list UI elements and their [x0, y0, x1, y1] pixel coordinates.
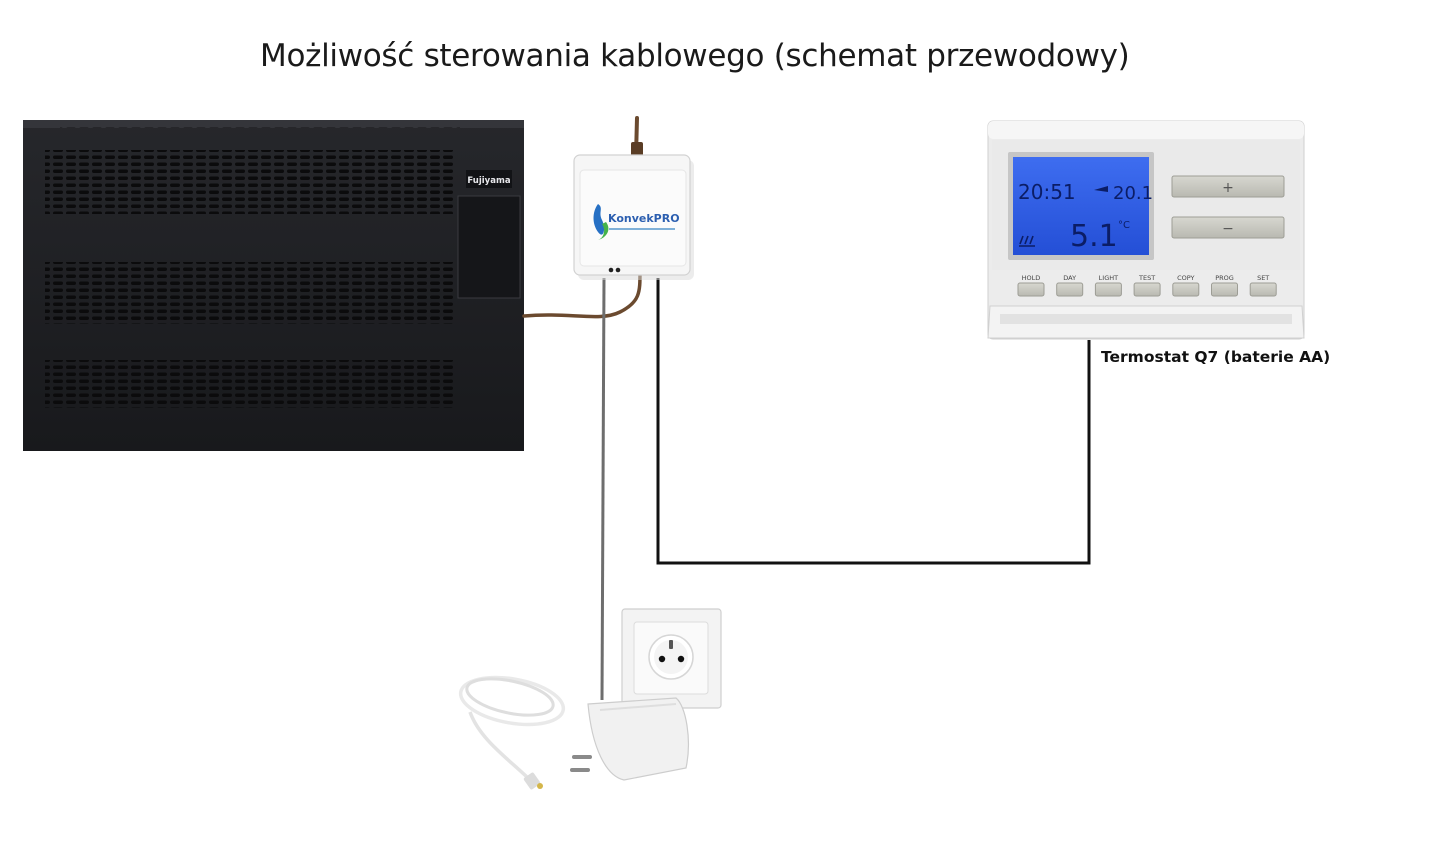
- heater-cable: [522, 270, 642, 319]
- socket-hole-right: [677, 655, 685, 663]
- convector-heater: Fujiyama: [23, 120, 524, 451]
- adapter-prong-top: [572, 755, 592, 759]
- heater-control-panel: [457, 195, 521, 299]
- adapter-body: [587, 697, 689, 781]
- konvekpro-logo-icon: [593, 204, 609, 240]
- thermostat-button-label-test: TEST: [1138, 274, 1155, 282]
- thermostat-wire: [656, 278, 1091, 565]
- power-wire: [600, 277, 606, 701]
- lcd-heating-icon: [1019, 235, 1035, 247]
- thermostat-button-hold[interactable]: [1017, 282, 1045, 297]
- thermostat-plus-button[interactable]: [1171, 175, 1285, 198]
- adapter-cable-coil: [458, 675, 566, 727]
- thermostat-button-label-prog: PROG: [1215, 274, 1234, 282]
- thermostat-button-prog[interactable]: [1211, 282, 1238, 297]
- plus-icon: +: [1222, 180, 1234, 196]
- wall-socket: [621, 608, 722, 709]
- thermostat-button-copy[interactable]: [1172, 282, 1200, 297]
- heater-grille-middle: [45, 262, 455, 324]
- thermostat-button-label-set: SET: [1257, 274, 1269, 282]
- module-led-left: [608, 267, 614, 273]
- lcd-unit: °C: [1118, 220, 1130, 231]
- lcd-clock: 20:51: [1018, 180, 1076, 204]
- wiring: [522, 116, 1091, 701]
- module-led-right: [615, 267, 621, 273]
- heater-grille-bottom: [45, 360, 455, 408]
- heater-grille-top: [45, 150, 455, 214]
- thermostat-button-light[interactable]: [1094, 282, 1122, 297]
- lcd-room-temp: 5.1: [1070, 219, 1118, 254]
- socket-hole-left: [658, 655, 666, 663]
- thermostat-lcd: [1013, 157, 1149, 255]
- power-adapter: [458, 675, 689, 790]
- thermostat-minus-button[interactable]: [1171, 216, 1285, 239]
- thermostat-button-label-copy: COPY: [1177, 274, 1194, 282]
- heater-brand-logo: Fujiyama: [467, 176, 510, 186]
- module-logo-text: KonvekPRO: [608, 212, 680, 225]
- lcd-set-temp: 20.1: [1113, 183, 1153, 204]
- thermostat-label: Termostat Q7 (baterie AA): [1101, 348, 1331, 366]
- lcd-hand-icon: [1094, 186, 1108, 192]
- thermostat-button-day[interactable]: [1056, 282, 1084, 297]
- thermostat-q7: 20:51 20.1 5.1 °C + − HOLD DAY LIGHT TEST CO…: [987, 120, 1305, 340]
- thermostat-button-set[interactable]: [1249, 282, 1277, 297]
- thermostat-button-test[interactable]: [1133, 282, 1161, 297]
- minus-icon: −: [1222, 221, 1234, 237]
- thermostat-function-buttons: HOLD DAY LIGHT TEST COPY PROG SET: [1017, 274, 1277, 297]
- adapter-dc-plug: [523, 772, 541, 790]
- adapter-prong-bottom: [570, 768, 590, 772]
- konvekpro-module: KonvekPRO: [573, 154, 694, 280]
- thermostat-button-label-light: LIGHT: [1099, 274, 1118, 282]
- thermostat-button-label-hold: HOLD: [1022, 274, 1041, 282]
- socket-earth-pin: [669, 640, 673, 649]
- thermostat-button-label-day: DAY: [1063, 274, 1076, 282]
